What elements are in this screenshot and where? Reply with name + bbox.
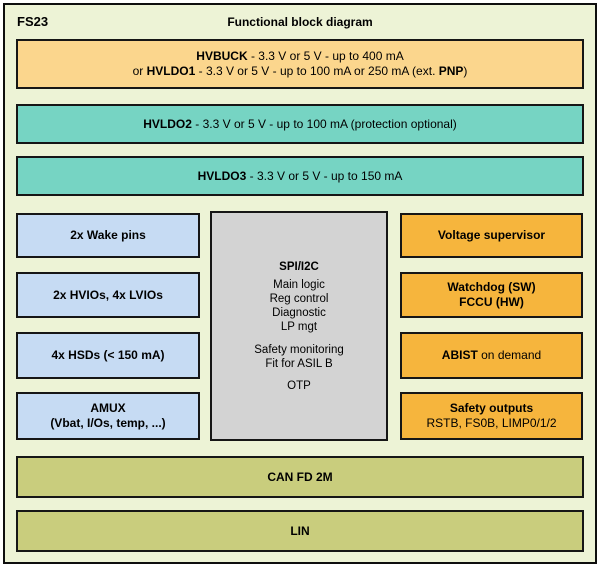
block-hvldo3: HVLDO3 - 3.3 V or 5 V - up to 150 mA [16, 156, 584, 196]
abist-label: ABIST [441, 348, 478, 362]
block-can-fd: CAN FD 2M [16, 456, 584, 498]
amux-line2: (Vbat, I/Os, temp, ...) [18, 416, 198, 431]
block-lin: LIN [16, 510, 584, 552]
hvldo1-name: HVLDO1 [146, 64, 196, 78]
lin-label: LIN [290, 523, 310, 538]
hvldo2-name: HVLDO2 [143, 116, 192, 131]
fccu-line: FCCU (HW) [402, 295, 581, 310]
hvldo3-spec: - 3.3 V or 5 V - up to 150 mA [246, 168, 403, 183]
abist-line: ABIST on demand [402, 348, 581, 363]
hvldo3-line: HVLDO3 - 3.3 V or 5 V - up to 150 mA [18, 169, 582, 184]
watchdog-line: Watchdog (SW) [402, 280, 581, 295]
diagram-title: Functional block diagram [227, 15, 373, 29]
hsds-label: 4x HSDs (< 150 mA) [51, 348, 165, 362]
amux-label: AMUX [90, 401, 126, 415]
logic-main-logic-label: Main logic [273, 278, 325, 291]
block-voltage-supervisor: Voltage supervisor [400, 213, 583, 258]
logic-spi-i2c-label: SPI/I2C [212, 260, 386, 274]
wake-pins-label: 2x Wake pins [70, 228, 146, 242]
block-hvios-lvios: 2x HVIOs, 4x LVIOs [16, 272, 200, 318]
block-hsds: 4x HSDs (< 150 mA) [16, 332, 200, 379]
product-name-label: FS23 [17, 14, 49, 29]
abist-on-demand-text: on demand [477, 348, 542, 362]
logic-diagnostic-label: Diagnostic [272, 306, 326, 319]
safety-outputs-line: Safety outputs [402, 401, 581, 416]
hvbuck-line1: HVBUCK - 3.3 V or 5 V - up to 400 mA [18, 49, 582, 64]
can-fd-label: CAN FD 2M [267, 469, 333, 484]
watchdog-label: Watchdog (SW) [447, 280, 536, 294]
block-watchdog-fccu: Watchdog (SW) FCCU (HW) [400, 272, 583, 318]
block-safety-outputs: Safety outputs RSTB, FS0B, LIMP0/1/2 [400, 392, 583, 440]
safety-outputs-pins: RSTB, FS0B, LIMP0/1/2 [426, 416, 557, 430]
hvldo2-line: HVLDO2 - 3.3 V or 5 V - up to 100 mA (pr… [18, 117, 582, 132]
block-main-logic: SPI/I2C Main logic Reg control Diagnosti… [210, 211, 388, 441]
spi-i2c-text: SPI/I2C [279, 260, 319, 273]
safety-outputs-label: Safety outputs [449, 401, 534, 415]
hvldo3-name: HVLDO3 [197, 168, 247, 183]
amux-line1: AMUX [18, 401, 198, 416]
hvldo1-close-paren: ) [463, 64, 468, 78]
hvbuck-spec: - 3.3 V or 5 V - up to 400 mA [247, 49, 404, 63]
logic-otp-label: OTP [287, 379, 311, 392]
logic-asil-b-label: Fit for ASIL B [265, 357, 333, 370]
logic-reg-control-label: Reg control [269, 292, 329, 305]
diagram-frame: FS23 Functional block diagram HVBUCK - 3… [3, 3, 597, 564]
block-amux: AMUX (Vbat, I/Os, temp, ...) [16, 392, 200, 440]
hvbuck-line2: or HVLDO1 - 3.3 V or 5 V - up to 100 mA … [18, 64, 582, 79]
logic-safety-monitoring-label: Safety monitoring [254, 343, 344, 356]
voltage-supervisor-label: Voltage supervisor [437, 228, 546, 242]
hvldo1-pnp: PNP [438, 64, 464, 78]
block-abist: ABIST on demand [400, 332, 583, 379]
logic-lp-mgt-label: LP mgt [280, 320, 318, 333]
hvldo1-prefix: or [132, 64, 147, 78]
block-hvldo2: HVLDO2 - 3.3 V or 5 V - up to 100 mA (pr… [16, 104, 584, 144]
hvldo2-spec: - 3.3 V or 5 V - up to 100 mA (protectio… [191, 116, 457, 131]
block-wake-pins: 2x Wake pins [16, 213, 200, 258]
hvios-lvios-label: 2x HVIOs, 4x LVIOs [53, 287, 163, 302]
amux-sources-label: (Vbat, I/Os, temp, ...) [50, 416, 166, 430]
hvldo1-spec: - 3.3 V or 5 V - up to 100 mA or 250 mA … [195, 64, 439, 78]
fccu-label: FCCU (HW) [459, 295, 524, 309]
hvbuck-name: HVBUCK [196, 49, 248, 63]
block-hvbuck-hvldo1: HVBUCK - 3.3 V or 5 V - up to 400 mA or … [16, 39, 584, 89]
